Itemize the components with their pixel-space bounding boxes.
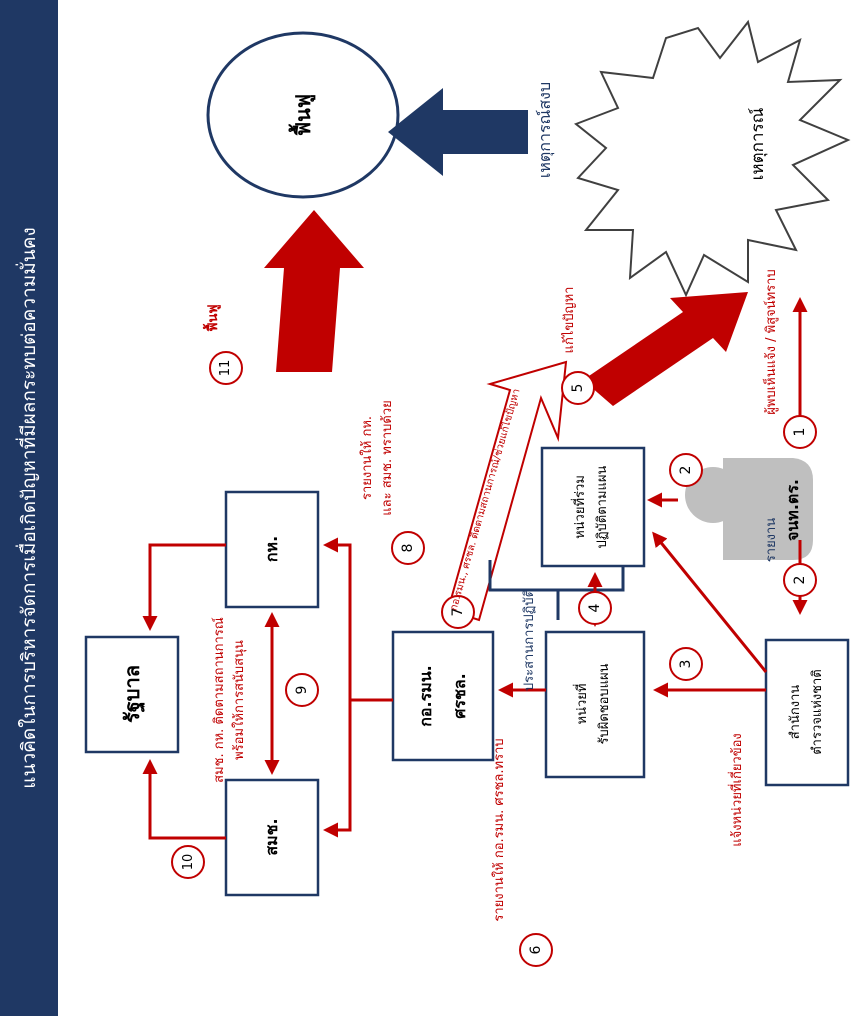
event-label: เหตุการณ์ xyxy=(748,107,768,181)
step-text-3: แจ้งหน่วยที่เกี่ยวข้อง xyxy=(730,733,745,847)
officer-person-icon xyxy=(685,458,813,560)
flow-line-10-mod xyxy=(142,543,226,631)
government-label: รัฐบาล xyxy=(120,665,144,723)
step-circle-7 xyxy=(441,595,475,629)
step-number-2-joint: 2 xyxy=(678,465,694,475)
step-circle-11 xyxy=(209,351,243,385)
restore-label: ฟื้นฟู xyxy=(291,94,315,136)
step-number-1: 1 xyxy=(792,427,808,437)
step-text-8: รายงานให้ กห. และ สมช. ทราบด้วย xyxy=(360,400,395,516)
step-circle-3 xyxy=(669,647,703,681)
step-number-9: 9 xyxy=(294,685,310,695)
step-circle-2-joint xyxy=(669,453,703,487)
step-circle-4 xyxy=(578,591,612,625)
restore-ellipse xyxy=(206,31,400,199)
isoc-label: กอ.รมน. ศรชล. xyxy=(416,665,469,727)
resolve-big-arrow xyxy=(583,292,748,406)
flow-line-8-nsc xyxy=(323,698,393,838)
mod-box xyxy=(224,490,320,609)
restore-big-arrow xyxy=(264,210,364,372)
police-hq-box xyxy=(764,638,850,787)
step-number-3: 3 xyxy=(678,659,694,669)
step-number-11: 11 xyxy=(218,359,233,377)
responsible-unit-box xyxy=(544,630,646,779)
page-title: แนวคิดในการบริหารจัดการเมื่อเกิดปัญหาที่… xyxy=(18,227,40,789)
step-number-4: 4 xyxy=(587,603,603,613)
event-burst xyxy=(574,19,851,298)
title-banner: แนวคิดในการบริหารจัดการเมื่อเกิดปัญหาที่… xyxy=(0,0,58,1016)
coordination-bracket xyxy=(488,560,625,620)
event-to-restore-arrow xyxy=(388,88,528,176)
step-text-2: รายงาน xyxy=(764,517,779,563)
step-number-2-report: 2 xyxy=(792,575,808,585)
joint-unit-label: หน่วยที่ร่วม ปฏิบัติตามแผน xyxy=(573,465,610,549)
step-number-8: 8 xyxy=(400,543,416,553)
responsible-unit-label: หน่วยที่ รับผิดชอบแผน xyxy=(575,663,612,745)
government-box xyxy=(84,635,180,754)
step-text-6: รายงานให้ กอ.รมน. ศรชล.ทราบ xyxy=(492,738,507,922)
flow-line-10-nsc xyxy=(142,759,226,840)
step-text-1: ผู้พบเห็นแจ้ง / พิสูจน์ทราบ xyxy=(764,269,779,415)
step-number-5: 5 xyxy=(570,383,586,393)
step-number-6: 6 xyxy=(528,945,544,955)
step-text-4: ประสานการปฏิบัติ xyxy=(522,588,537,692)
step-circle-9 xyxy=(285,673,319,707)
flow-diagram xyxy=(84,19,851,967)
isoc-box xyxy=(391,630,495,762)
step-circle-6 xyxy=(519,933,553,967)
step-circle-2-report xyxy=(783,563,817,597)
step-number-10: 10 xyxy=(181,853,196,871)
step-circle-1 xyxy=(783,415,817,449)
nsc-mod-note: สมช. กห. ติดตามสถานการณ์ พร้อมให้การสนับ… xyxy=(212,617,247,783)
step-circle-10 xyxy=(171,845,205,879)
step-text-11: ฟื้นฟู xyxy=(206,304,221,332)
police-hq-label: สำนักงาน ตำรวจแห่งชาติ xyxy=(788,669,825,755)
flow-line-3-joint xyxy=(652,531,768,673)
nsc-box xyxy=(224,778,320,897)
step-circle-5 xyxy=(561,371,595,405)
joint-unit-box xyxy=(540,446,646,568)
officer-label: จนท.ตร. xyxy=(783,479,802,541)
mod-label: กห. xyxy=(262,535,281,563)
step-text-5: แก้ไขปัญหา xyxy=(562,286,577,354)
step-circle-8 xyxy=(391,531,425,565)
event-calm-label: เหตุการณ์สงบ xyxy=(535,81,554,179)
nsc-label: สมช. xyxy=(262,818,281,856)
flow-line-8-mod xyxy=(323,537,393,702)
